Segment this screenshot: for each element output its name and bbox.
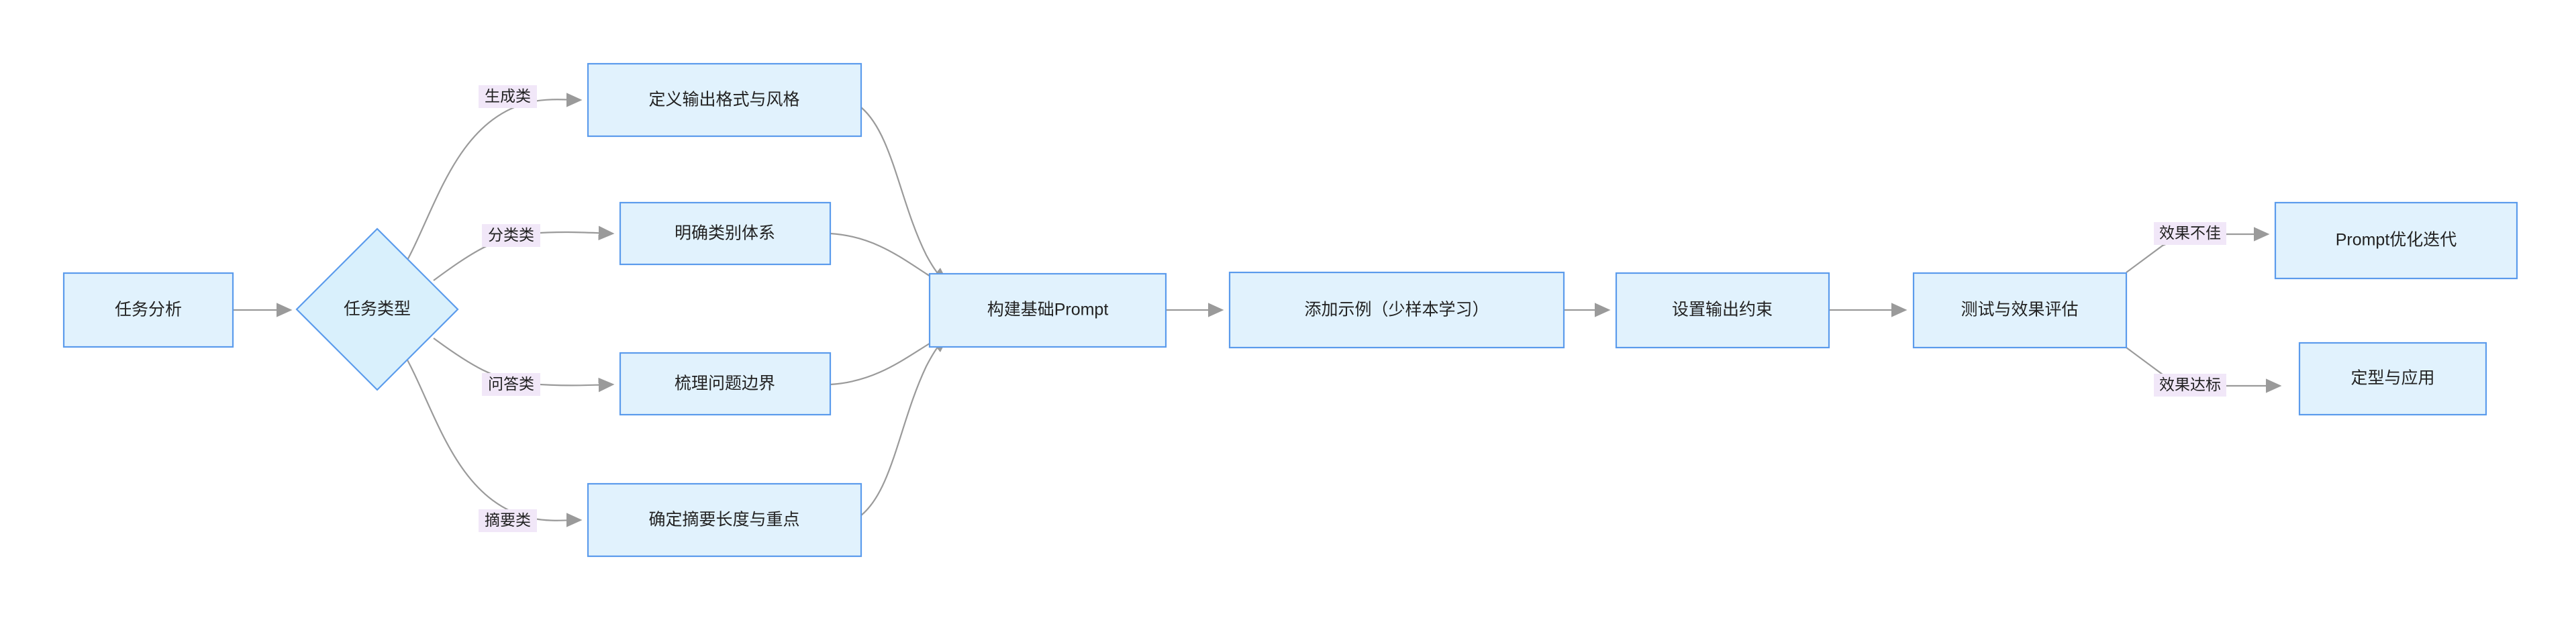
edge-label-summary-bg bbox=[479, 509, 537, 532]
node-summary-length-label: 确定摘要长度与重点 bbox=[648, 511, 799, 529]
edge-label-generation-text: 生成类 bbox=[485, 87, 531, 105]
edge-label-poor-result-bg bbox=[2154, 222, 2226, 245]
edge-labels-layer: 生成类 分类类 问答类 摘要类 效果不佳 效果达标 bbox=[479, 85, 2226, 532]
node-prompt-optimize-shape[interactable] bbox=[2274, 201, 2518, 280]
node-prompt-optimize[interactable]: Prompt优化迭代 bbox=[2274, 201, 2518, 280]
node-add-examples[interactable]: 添加示例（少样本学习） bbox=[1228, 271, 1565, 349]
node-define-format-label: 定义输出格式与风格 bbox=[648, 91, 799, 109]
node-task-type-label: 任务类型 bbox=[344, 300, 411, 319]
node-clarify-categories-shape[interactable] bbox=[619, 201, 832, 266]
node-output-constraints[interactable]: 设置输出约束 bbox=[1615, 272, 1830, 349]
node-define-format[interactable]: 定义输出格式与风格 bbox=[587, 62, 862, 138]
node-build-prompt-label: 构建基础Prompt bbox=[987, 301, 1109, 319]
node-build-prompt-shape[interactable] bbox=[928, 272, 1167, 348]
node-task-analysis[interactable]: 任务分析 bbox=[62, 272, 234, 348]
node-task-analysis-label: 任务分析 bbox=[115, 301, 182, 319]
edge-define-format-to-build-prompt bbox=[860, 107, 946, 282]
edge-task-type-to-define-format bbox=[402, 99, 580, 269]
node-task-type-shape[interactable] bbox=[295, 227, 459, 391]
edge-label-meets-standard-bg bbox=[2154, 374, 2226, 397]
node-question-boundary[interactable]: 梳理问题边界 bbox=[619, 352, 832, 416]
node-add-examples-label: 添加示例（少样本学习） bbox=[1304, 301, 1489, 319]
node-question-boundary-shape[interactable] bbox=[619, 352, 832, 416]
edge-task-type-to-summary-length bbox=[402, 351, 580, 521]
edge-label-summary: 摘要类 bbox=[479, 509, 537, 532]
edge-label-qa-bg bbox=[482, 373, 540, 396]
node-summary-length[interactable]: 确定摘要长度与重点 bbox=[587, 482, 862, 558]
edge-label-generation: 生成类 bbox=[479, 85, 537, 108]
node-question-boundary-label: 梳理问题边界 bbox=[675, 374, 775, 393]
node-define-format-shape[interactable] bbox=[587, 62, 862, 138]
edge-label-summary-text: 摘要类 bbox=[485, 511, 531, 529]
edge-label-poor-result-text: 效果不佳 bbox=[2159, 224, 2221, 242]
node-finalize-apply-label: 定型与应用 bbox=[2350, 369, 2434, 388]
edge-label-qa: 问答类 bbox=[482, 373, 540, 396]
edge-summary-length-to-build-prompt bbox=[860, 338, 946, 516]
node-finalize-apply-shape[interactable] bbox=[2298, 342, 2487, 416]
edge-label-meets-standard: 效果达标 bbox=[2154, 374, 2226, 397]
node-test-evaluate-label: 测试与效果评估 bbox=[1961, 301, 2078, 319]
node-task-analysis-shape[interactable] bbox=[62, 272, 234, 348]
node-finalize-apply[interactable]: 定型与应用 bbox=[2298, 342, 2487, 416]
edge-label-qa-text: 问答类 bbox=[488, 375, 534, 393]
nodes-layer: 任务分析 任务类型 定义输出格式与风格 明确类别体系 梳理问题边界 确定摘要长度 bbox=[62, 62, 2518, 558]
edge-label-classification-bg bbox=[482, 224, 540, 247]
edge-label-classification-text: 分类类 bbox=[488, 226, 534, 244]
node-test-evaluate-shape[interactable] bbox=[1912, 272, 2128, 349]
node-test-evaluate[interactable]: 测试与效果评估 bbox=[1912, 272, 2128, 349]
node-add-examples-shape[interactable] bbox=[1228, 271, 1565, 349]
node-summary-length-shape[interactable] bbox=[587, 482, 862, 558]
node-output-constraints-label: 设置输出约束 bbox=[1672, 301, 1773, 319]
edge-label-poor-result: 效果不佳 bbox=[2154, 222, 2226, 245]
node-clarify-categories-label: 明确类别体系 bbox=[675, 224, 775, 243]
edge-label-meets-standard-text: 效果达标 bbox=[2159, 376, 2221, 393]
edge-label-classification: 分类类 bbox=[482, 224, 540, 247]
node-clarify-categories[interactable]: 明确类别体系 bbox=[619, 201, 832, 266]
edge-label-generation-bg bbox=[479, 85, 537, 108]
node-prompt-optimize-label: Prompt优化迭代 bbox=[2336, 231, 2457, 250]
node-task-type[interactable]: 任务类型 bbox=[295, 227, 459, 391]
node-build-prompt[interactable]: 构建基础Prompt bbox=[928, 272, 1167, 348]
node-output-constraints-shape[interactable] bbox=[1615, 272, 1830, 349]
